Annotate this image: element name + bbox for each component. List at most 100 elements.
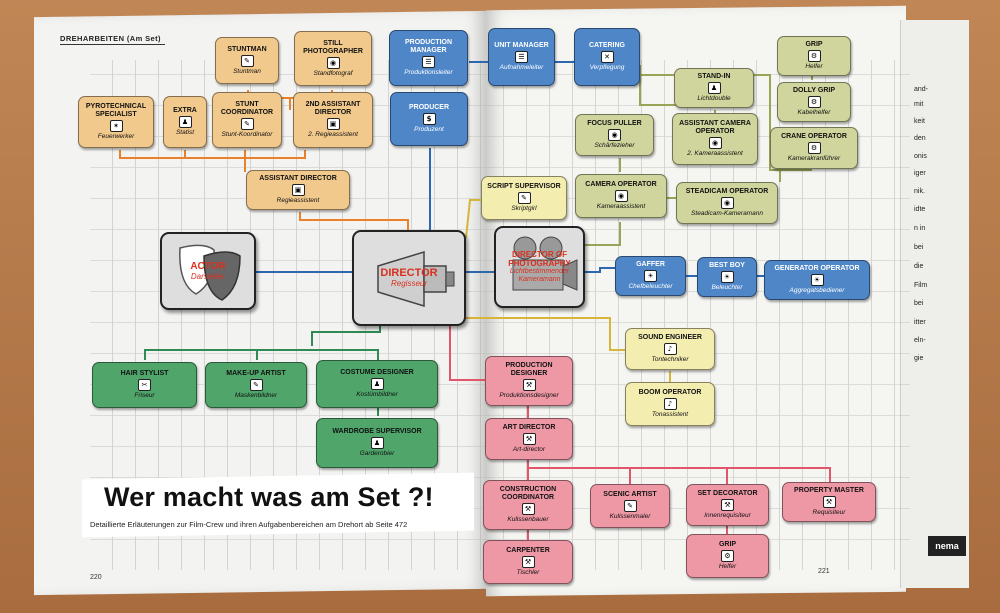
node-title: Grip xyxy=(805,41,823,48)
node-script-supervisor: Script Supervisor ✎ Skriptgirl xyxy=(481,176,567,220)
node-subtitle: Lichtbestimmender Kameramann xyxy=(509,268,570,283)
edge-text: eln- xyxy=(914,337,926,344)
edge-text: mit xyxy=(914,101,924,108)
node-title: Steadicam Operator xyxy=(685,188,769,195)
node-stuntman: Stuntman ✎ Stuntman xyxy=(215,37,279,84)
node-art-director: Art Director ⚒ Art-director xyxy=(485,418,573,460)
node-title: Gaffer xyxy=(636,261,665,268)
node-title: Carpenter xyxy=(506,547,550,554)
node-director: DIRECTOR Regisseur xyxy=(352,230,466,326)
node-subtitle: Produktionsdesigner xyxy=(499,392,559,399)
stunt-icon: ✎ xyxy=(240,54,254,67)
node-title: Assistant Director xyxy=(259,175,337,182)
fire-icon: ✶ xyxy=(109,120,123,132)
comb-icon: ✂ xyxy=(138,379,151,391)
node-title: Costume Designer xyxy=(340,369,414,376)
node-title: Property Master xyxy=(794,487,864,494)
node-title: Generator Operator xyxy=(774,265,860,272)
node-wardrobe-supervisor: Wardrobe Supervisor ♟ Garderobier xyxy=(316,418,438,468)
connector-line xyxy=(311,326,381,346)
node-title: Camera Operator xyxy=(585,181,657,188)
grip-icon: ⚙ xyxy=(807,50,821,62)
connector-line xyxy=(466,317,625,351)
edge-text: den xyxy=(914,135,926,142)
edge-text: and- xyxy=(914,86,929,93)
node-subtitle: Friseur xyxy=(134,392,155,399)
dress-icon: ♟ xyxy=(370,437,384,449)
clipboard-icon: ☰ xyxy=(515,51,528,63)
edge-text: die xyxy=(914,263,924,270)
node-best-boy: Best Boy ☀ Beleuchter xyxy=(697,257,757,297)
node-subtitle: Beleuchter xyxy=(711,284,743,291)
node-assistant-camera-operator: Assistant Camera Operator ◉ 2. Kameraass… xyxy=(672,113,758,165)
connector-line xyxy=(465,199,483,239)
node-subtitle: Requisiteur xyxy=(812,509,846,516)
node-crane-operator: Crane Operator ⚙ Kamerakranführer xyxy=(770,127,858,169)
node-subtitle: Aggregatsbediener xyxy=(789,287,845,294)
page-subtitle: Detaillierte Erläuterungen zur Film-Crew… xyxy=(90,520,408,529)
node-property-master: Property Master ⚒ Requisiteur xyxy=(782,482,876,522)
node-title: Art Director xyxy=(502,424,556,431)
edge-tab: nema xyxy=(928,536,966,556)
node-subtitle: Standfotograf xyxy=(313,69,353,77)
node-subtitle: Garderobier xyxy=(359,450,395,457)
node-subtitle: Steadicam-Kameramann xyxy=(691,210,763,217)
node-extra: Extra ♟ Statist xyxy=(163,96,207,148)
lamp-icon: ☀ xyxy=(720,271,734,283)
node-subtitle: Statist xyxy=(175,129,195,136)
cutlery-icon: ✕ xyxy=(600,51,614,63)
node-pyrotechnical-specialist: Pyrotechnical Specialist ✶ Feuerwerker xyxy=(78,96,154,148)
node-production-designer: Production Designer ⚒ Produktionsdesigne… xyxy=(485,356,573,406)
node-subtitle: Darsteller xyxy=(190,272,226,281)
clapper-icon: ▣ xyxy=(326,118,340,130)
brush-icon: ✎ xyxy=(623,500,637,512)
edge-text: idte xyxy=(914,206,926,213)
node-title: ACTOR xyxy=(190,261,226,272)
edge-text: iger xyxy=(914,170,926,177)
node-title: Pyrotechnical Specialist xyxy=(85,103,147,118)
node-title: Unit Manager xyxy=(494,42,549,49)
node-subtitle: Tonassistent xyxy=(651,411,689,418)
node-subtitle: Produktionsleiter xyxy=(404,69,453,76)
node-grip-helper: Grip ⚙ Helfer xyxy=(686,534,769,578)
node-title: Scenic Artist xyxy=(603,491,657,498)
edge-text: Film xyxy=(914,282,928,289)
edge-text: gie xyxy=(914,355,924,362)
camera-icon: ◉ xyxy=(708,137,722,149)
clapper-icon: ▣ xyxy=(291,184,305,196)
page-number-right: 221 xyxy=(818,568,830,575)
header-sub: (Am Set) xyxy=(126,34,161,43)
node-subtitle: Schärfezieher xyxy=(594,142,635,149)
node-title: Script Supervisor xyxy=(487,183,561,190)
node-title: 2nd Assistant Director xyxy=(305,101,361,116)
node-still-photographer: Still Photographer ◉ Standfotograf xyxy=(294,31,372,86)
person-icon: ♟ xyxy=(178,116,192,128)
lamp-icon: ☀ xyxy=(644,270,657,282)
lamp-icon: ☀ xyxy=(810,274,824,286)
node-dolly-grip: Dolly Grip ⚙ Kabelhelfer xyxy=(777,82,851,122)
node-generator-operator: Generator Operator ☀ Aggregatsbediener xyxy=(764,260,870,300)
node-title: Hair Stylist xyxy=(120,370,169,377)
node-scenic-artist: Scenic Artist ✎ Kulissenmaler xyxy=(590,484,670,528)
node-title: Producer xyxy=(408,104,450,111)
node-title: Sound Engineer xyxy=(638,334,702,341)
tools-icon: ⚒ xyxy=(522,379,536,391)
connector-line xyxy=(585,267,615,273)
node-subtitle: Innenrequisiteur xyxy=(704,512,751,519)
node-title: Boom Operator xyxy=(638,389,702,396)
megaphone-icon xyxy=(377,250,455,308)
grip-icon: ⚙ xyxy=(721,550,734,562)
pen-icon: ✎ xyxy=(517,192,531,204)
node-subtitle: Kamerakranführer xyxy=(787,155,841,162)
tools-icon: ⚒ xyxy=(822,496,836,508)
person-icon: ♟ xyxy=(707,82,721,94)
node-second-assistant-director: 2nd Assistant Director ▣ 2. Regieassiste… xyxy=(293,92,373,148)
tools-icon: ⚒ xyxy=(721,499,734,511)
node-gaffer: Gaffer ☀ Chefbeleuchter xyxy=(615,256,686,296)
node-subtitle: 2. Regieassistent xyxy=(308,131,358,138)
page-title: Wer macht was am Set ?! xyxy=(104,482,434,512)
connector-line xyxy=(119,150,306,159)
connector-line xyxy=(528,467,831,482)
header-rule xyxy=(60,44,165,45)
connector-line xyxy=(585,222,621,246)
